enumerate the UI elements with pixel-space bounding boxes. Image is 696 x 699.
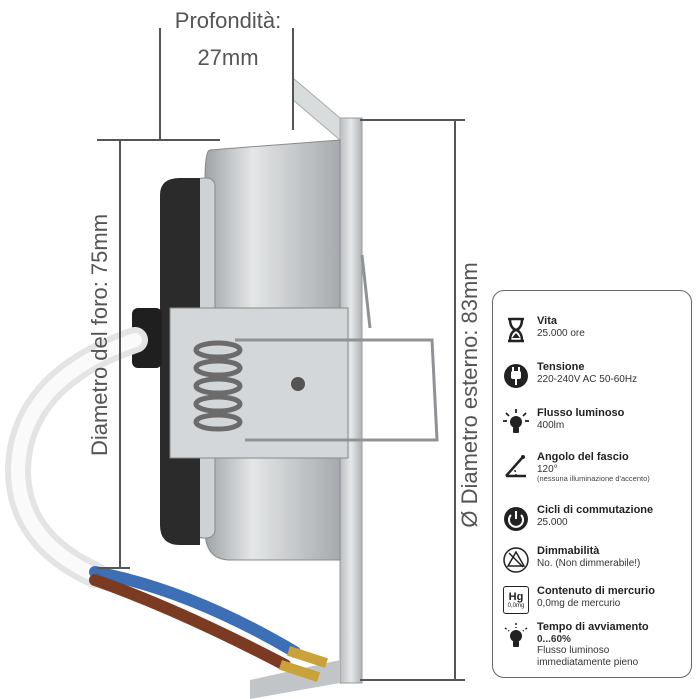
- spec-startup-value2: Flusso luminoso: [537, 645, 610, 657]
- spec-voltage-value: 220-240V AC 50-60Hz: [537, 373, 638, 385]
- spring-coil: [193, 340, 243, 432]
- spec-flux-value: 400lm: [537, 419, 565, 431]
- depth-value: 27mm: [197, 45, 258, 70]
- spec-beam-angle-title: Angolo del fascio: [537, 451, 629, 463]
- frame-bottom: [250, 660, 340, 699]
- startup-icon: [501, 621, 531, 651]
- dimmer-icon: [501, 545, 531, 575]
- brown-wire: [89, 574, 291, 671]
- wire-tip-2: [278, 660, 321, 682]
- outer-diameter-label: Ø Diametro esterno: 83mm: [457, 262, 482, 527]
- spec-beam-angle-note: (nessuna illuminazione d'accento): [537, 474, 650, 484]
- hole-diameter-label: Diametro del foro: 75mm: [87, 214, 112, 456]
- depth-label: Profondità:: [175, 8, 281, 33]
- spec-mercury-title: Contenuto di mercurio: [537, 585, 655, 597]
- spec-dimmable-value: No. (Non dimmerabile!): [537, 557, 641, 569]
- spec-voltage-title: Tensione: [537, 361, 585, 373]
- power-cycle-icon: [501, 504, 531, 534]
- mercury-symbol: Hg: [508, 590, 524, 603]
- light-bulb-icon: [501, 407, 531, 437]
- blue-wire: [89, 566, 301, 658]
- plug-icon: [501, 361, 531, 391]
- spec-switch-cycles-title: Cicli di commutazione: [537, 504, 654, 516]
- spec-startup-title: Tempo di avviamento: [537, 621, 649, 633]
- spec-startup-value: 0...60%: [537, 633, 571, 645]
- spec-mercury-value: 0,0mg de mercurio: [537, 597, 621, 609]
- frame-top: [292, 76, 341, 142]
- outer-diameter-dimension: [360, 119, 465, 681]
- spec-life-value: 25.000 ore: [537, 327, 585, 339]
- wire-tip-1: [286, 646, 329, 668]
- white-cable-highlight: [10, 333, 142, 582]
- depth-dimension: [159, 28, 294, 140]
- clip-wire: [235, 254, 439, 442]
- spec-startup-value3: immediatamente pieno: [537, 656, 639, 668]
- spec-life-title: Vita: [537, 315, 557, 327]
- clip-rivet: [291, 377, 305, 391]
- mercury-amount: 0,0mg: [507, 602, 525, 609]
- beam-angle-icon: [501, 451, 531, 481]
- spec-beam-angle-value: 120°: [537, 463, 558, 475]
- hole-diameter-dimension: [97, 139, 220, 569]
- spec-flux-title: Flusso luminoso: [537, 407, 625, 419]
- spec-dimmable-title: Dimmabilità: [537, 545, 600, 557]
- mercury-icon: Hg 0,0mg: [501, 585, 531, 615]
- hourglass-icon: [501, 315, 531, 345]
- spec-switch-cycles-value: 25.000: [537, 516, 568, 528]
